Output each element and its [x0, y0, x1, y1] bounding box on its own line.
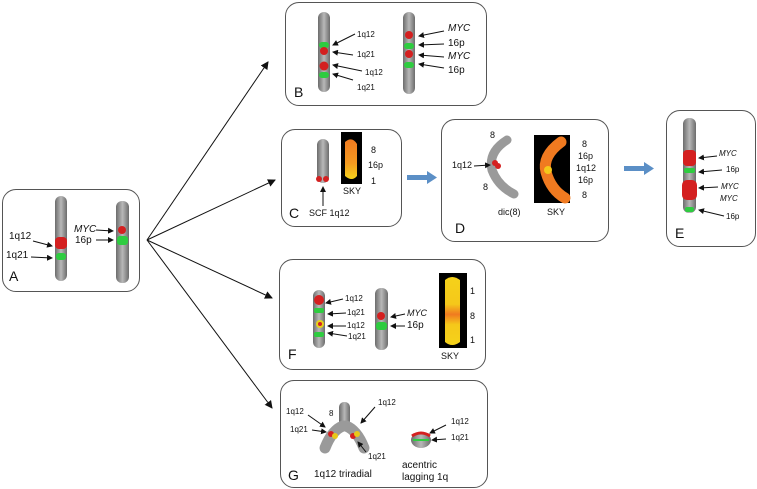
- panel-b-label-1q12-b: 1q12: [365, 68, 383, 77]
- panel-e-label-16p-a: 16p: [726, 165, 740, 174]
- panel-d-sky-title: SKY: [547, 207, 566, 217]
- panel-f-sky-label-1-bottom: 1: [470, 335, 476, 345]
- panel-a-label-16p: 16p: [75, 235, 92, 246]
- panel-d-label-8-bottom: 8: [483, 182, 489, 192]
- panel-a-label-1q12: 1q12: [9, 231, 32, 242]
- panel-c-sky-chromosome: [345, 139, 357, 179]
- panel-g-label-8: 8: [329, 409, 334, 418]
- flow-arrow-d-to-e: [624, 162, 654, 175]
- panel-g-triradial-caption: 1q12 triradial: [314, 469, 372, 480]
- panel-e: [666, 110, 756, 247]
- panel-c-letter: C: [289, 205, 300, 221]
- panel-f-pointer-arrows: [325, 298, 406, 337]
- panel-g-label-1q21-left: 1q21: [290, 425, 308, 434]
- panel-g-label-1q12-right: 1q12: [378, 398, 396, 407]
- panel-c-sky-title: SKY: [343, 186, 362, 196]
- panel-d-sky-label-8-top: 8: [582, 139, 588, 149]
- panel-g-acentric-label-1q12: 1q12: [451, 417, 469, 426]
- panel-e-label-myc-a: MYC: [719, 149, 737, 158]
- panel-b-label-1q21-a: 1q21: [357, 50, 375, 59]
- panel-b-label-myc-b: MYC: [448, 51, 471, 62]
- panel-a-chromosome-2: [116, 201, 129, 283]
- panel-a-pointer-arrows: [30, 227, 114, 261]
- panel-d-sky-highlight: [544, 166, 552, 174]
- panel-g-label-1q21-right: 1q21: [368, 452, 386, 461]
- panel-e-label-16p-b: 16p: [726, 212, 740, 221]
- panel-c-sky-label-8: 8: [371, 145, 377, 155]
- panel-e-pointer-arrows: [698, 154, 725, 217]
- panel-g-acentric-label-1q21: 1q21: [451, 433, 469, 442]
- panel-d-sky-label-8-bottom: 8: [582, 190, 588, 200]
- panel-b-label-1q12-a: 1q12: [357, 30, 375, 39]
- panel-f-sky-chromosome: [445, 277, 460, 345]
- panel-b-letter: B: [294, 84, 304, 100]
- panel-g-label-1q12-left: 1q12: [286, 407, 304, 416]
- panel-d-label-1q12: 1q12: [452, 160, 473, 170]
- panel-e-chromosome: [682, 118, 697, 213]
- panel-f-sky-label-8: 8: [470, 311, 476, 321]
- flow-arrow-c-to-d: [407, 171, 437, 184]
- panel-f-sky-label-1-top: 1: [470, 286, 476, 296]
- panel-g-letter: G: [288, 467, 299, 483]
- panel-c-caption: SCF 1q12: [309, 208, 350, 218]
- panel-g-acentric-chromosome: [411, 431, 431, 448]
- panel-e-label-myc-c: MYC: [720, 194, 738, 203]
- panel-b-pointer-arrows: [332, 30, 445, 81]
- panel-f-label-1q21-a: 1q21: [347, 308, 365, 317]
- panel-f-label-16p: 16p: [407, 320, 424, 331]
- panel-f-label-1q21-b: 1q21: [348, 332, 366, 341]
- panel-b-label-16p-a: 16p: [448, 38, 465, 49]
- panel-b-label-16p-b: 16p: [448, 65, 465, 76]
- panel-d-pointer-arrow: [473, 162, 491, 169]
- panel-c-chromosome: [316, 139, 329, 183]
- panel-a-letter: A: [9, 268, 19, 284]
- panel-c-sky-label-16p: 16p: [368, 160, 384, 170]
- panel-d-letter: D: [455, 220, 466, 236]
- panel-a-label-1q21: 1q21: [6, 250, 29, 261]
- branch-arrows: [146, 61, 276, 409]
- panel-d-caption: dic(8): [498, 207, 521, 217]
- panel-f-chromosome-2: [375, 288, 388, 350]
- panel-b-label-1q21-b: 1q21: [357, 83, 375, 92]
- panel-d-red-signal-2: [495, 163, 501, 169]
- panel-f-letter: F: [288, 346, 297, 362]
- panel-f-sky-title: SKY: [441, 351, 460, 361]
- panel-d-sky-label-16p-b: 16p: [578, 175, 594, 185]
- panel-c-sky-label-1: 1: [371, 176, 377, 186]
- panel-d-dic8-chromosome: [486, 135, 519, 199]
- panel-b-chromosome-2: [403, 12, 415, 94]
- panel-e-letter: E: [675, 225, 685, 241]
- panel-g-pointer-arrows: [307, 406, 447, 453]
- panel-d-sky-label-1q12: 1q12: [576, 163, 597, 173]
- panel-b-chromosome-1: [318, 12, 330, 92]
- panel-d: [441, 119, 609, 242]
- panel-g: [280, 380, 488, 488]
- panel-f-chromosome-1: [313, 290, 325, 348]
- panel-a-chromosome-1: [55, 196, 67, 281]
- panel-f-label-myc: MYC: [407, 308, 427, 318]
- panel-b-label-myc-a: MYC: [448, 23, 471, 34]
- panel-g-acentric-caption-line2: lagging 1q: [402, 472, 449, 483]
- panel-e-label-myc-b: MYC: [721, 182, 739, 191]
- panel-d-label-8-top: 8: [490, 130, 496, 140]
- panel-g-acentric-caption-line1: acentric: [402, 460, 438, 471]
- panel-f-label-1q12-b: 1q12: [347, 321, 365, 330]
- panel-a-label-myc: MYC: [74, 224, 97, 235]
- panel-f-label-1q12-a: 1q12: [345, 294, 363, 303]
- panel-d-sky-label-16p-a: 16p: [578, 151, 594, 161]
